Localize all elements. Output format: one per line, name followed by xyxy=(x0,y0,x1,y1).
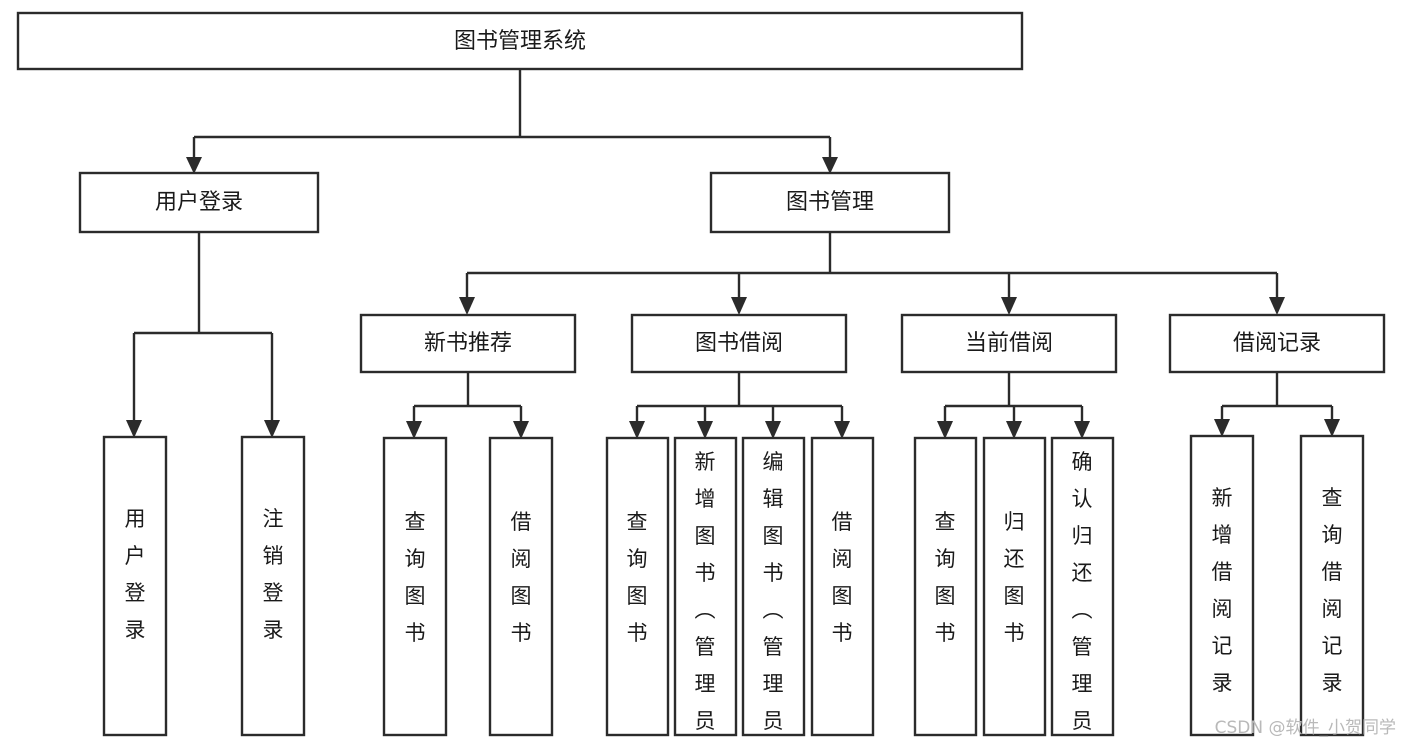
node-new-book-recommend-box[interactable] xyxy=(359,313,577,374)
arrow-to-leaf-borrow-lend xyxy=(834,421,850,439)
node-leaf-borrow-add-box[interactable] xyxy=(673,436,738,737)
node-leaf-user-logout-box[interactable] xyxy=(240,435,306,737)
node-leaf-record-query[interactable]: 查询借阅记录 xyxy=(1299,434,1365,737)
node-leaf-borrow-query-label: 查询图书 xyxy=(627,510,648,645)
node-leaf-borrow-add[interactable]: 新增图书︵管理员︶ xyxy=(673,436,738,747)
node-leaf-current-confirm-label: 确认归还︵管理员︶ xyxy=(1072,450,1093,747)
node-book-borrow-label: 图书借阅 xyxy=(695,331,783,356)
node-leaf-current-return-label: 归还图书 xyxy=(1004,510,1025,645)
arrow-to-book-borrow xyxy=(731,297,747,315)
node-new-book-recommend[interactable]: 新书推荐 xyxy=(359,313,577,374)
node-borrow-record[interactable]: 借阅记录 xyxy=(1168,313,1386,374)
node-leaf-borrow-edit[interactable]: 编辑图书︵管理员︶ xyxy=(741,436,806,747)
arrow-to-leaf-recommend-borrow xyxy=(513,421,529,439)
node-leaf-recommend-borrow[interactable]: 借阅图书 xyxy=(488,436,554,737)
node-leaf-user-logout-label: 注销登录 xyxy=(263,507,284,642)
node-leaf-borrow-lend-box[interactable] xyxy=(810,436,875,737)
arrow-to-leaf-current-return xyxy=(1006,421,1022,439)
node-current-borrow-box[interactable] xyxy=(900,313,1118,374)
node-borrow-record-box[interactable] xyxy=(1168,313,1386,374)
node-leaf-recommend-borrow-label: 借阅图书 xyxy=(511,510,532,645)
arrow-to-new-book-recommend xyxy=(459,297,475,315)
node-borrow-record-label: 借阅记录 xyxy=(1233,331,1321,356)
node-book-manage[interactable]: 图书管理 xyxy=(709,171,951,234)
node-leaf-borrow-lend[interactable]: 借阅图书 xyxy=(810,436,875,737)
node-root-label: 图书管理系统 xyxy=(454,29,586,54)
node-user-login[interactable]: 用户登录 xyxy=(78,171,320,234)
arrow-to-leaf-record-add xyxy=(1214,419,1230,437)
node-leaf-current-return[interactable]: 归还图书 xyxy=(982,436,1047,737)
arrow-to-leaf-user-logout xyxy=(264,420,280,438)
node-current-borrow-label: 当前借阅 xyxy=(965,331,1053,356)
node-root[interactable]: 图书管理系统 xyxy=(16,11,1024,71)
arrowhead-group xyxy=(126,157,1340,439)
node-leaf-borrow-edit-box[interactable] xyxy=(741,436,806,737)
node-book-borrow-box[interactable] xyxy=(630,313,848,374)
node-current-borrow[interactable]: 当前借阅 xyxy=(900,313,1118,374)
node-leaf-recommend-query[interactable]: 查询图书 xyxy=(382,436,448,737)
node-leaf-borrow-query-box[interactable] xyxy=(605,436,670,737)
node-new-book-recommend-label: 新书推荐 xyxy=(424,331,512,356)
node-leaf-borrow-edit-label: 编辑图书︵管理员︶ xyxy=(763,450,784,747)
node-leaf-record-add[interactable]: 新增借阅记录 xyxy=(1189,434,1255,737)
node-leaf-record-add-box[interactable] xyxy=(1189,434,1255,737)
node-leaf-recommend-borrow-box[interactable] xyxy=(488,436,554,737)
node-leaf-current-query-box[interactable] xyxy=(913,436,978,737)
node-leaf-current-confirm[interactable]: 确认归还︵管理员︶ xyxy=(1050,436,1115,747)
arrow-to-borrow-record xyxy=(1269,297,1285,315)
node-leaf-current-query[interactable]: 查询图书 xyxy=(913,436,978,737)
node-leaf-current-query-label: 查询图书 xyxy=(935,510,956,645)
node-user-login-label: 用户登录 xyxy=(155,190,243,215)
node-leaf-record-query-label: 查询借阅记录 xyxy=(1322,486,1343,695)
node-book-manage-label: 图书管理 xyxy=(786,190,874,215)
node-leaf-record-query-box[interactable] xyxy=(1299,434,1365,737)
node-leaf-current-return-box[interactable] xyxy=(982,436,1047,737)
node-leaf-current-confirm-box[interactable] xyxy=(1050,436,1115,737)
node-leaf-user-login-box[interactable] xyxy=(102,435,168,737)
node-leaf-user-login[interactable]: 用户登录 xyxy=(102,435,168,737)
arrow-to-current-borrow xyxy=(1001,297,1017,315)
csdn-watermark: CSDN @软件_小贺同学 xyxy=(1215,718,1396,738)
node-leaf-user-logout[interactable]: 注销登录 xyxy=(240,435,306,737)
node-book-manage-box[interactable] xyxy=(709,171,951,234)
arrow-to-leaf-recommend-query xyxy=(406,421,422,439)
node-root-box[interactable] xyxy=(16,11,1024,71)
arrow-to-leaf-user-login xyxy=(126,420,142,438)
arrow-to-leaf-borrow-edit xyxy=(765,421,781,439)
arrow-to-book-manage xyxy=(822,157,838,174)
node-leaf-borrow-add-label: 新增图书︵管理员︶ xyxy=(695,450,716,747)
node-book-borrow[interactable]: 图书借阅 xyxy=(630,313,848,374)
arrow-to-leaf-record-query xyxy=(1324,419,1340,437)
arrow-to-user-login xyxy=(186,157,202,174)
node-leaf-recommend-query-box[interactable] xyxy=(382,436,448,737)
arrow-to-leaf-borrow-add xyxy=(697,421,713,439)
arrow-to-leaf-current-query xyxy=(937,421,953,439)
node-leaf-user-login-label: 用户登录 xyxy=(125,507,146,642)
node-leaf-borrow-lend-label: 借阅图书 xyxy=(832,510,853,645)
node-user-login-box[interactable] xyxy=(78,171,320,234)
arrow-to-leaf-current-confirm xyxy=(1074,421,1090,439)
node-leaf-recommend-query-label: 查询图书 xyxy=(405,510,426,645)
node-leaf-borrow-query[interactable]: 查询图书 xyxy=(605,436,670,737)
arrow-to-leaf-borrow-query xyxy=(629,421,645,439)
node-leaf-record-add-label: 新增借阅记录 xyxy=(1212,486,1233,695)
